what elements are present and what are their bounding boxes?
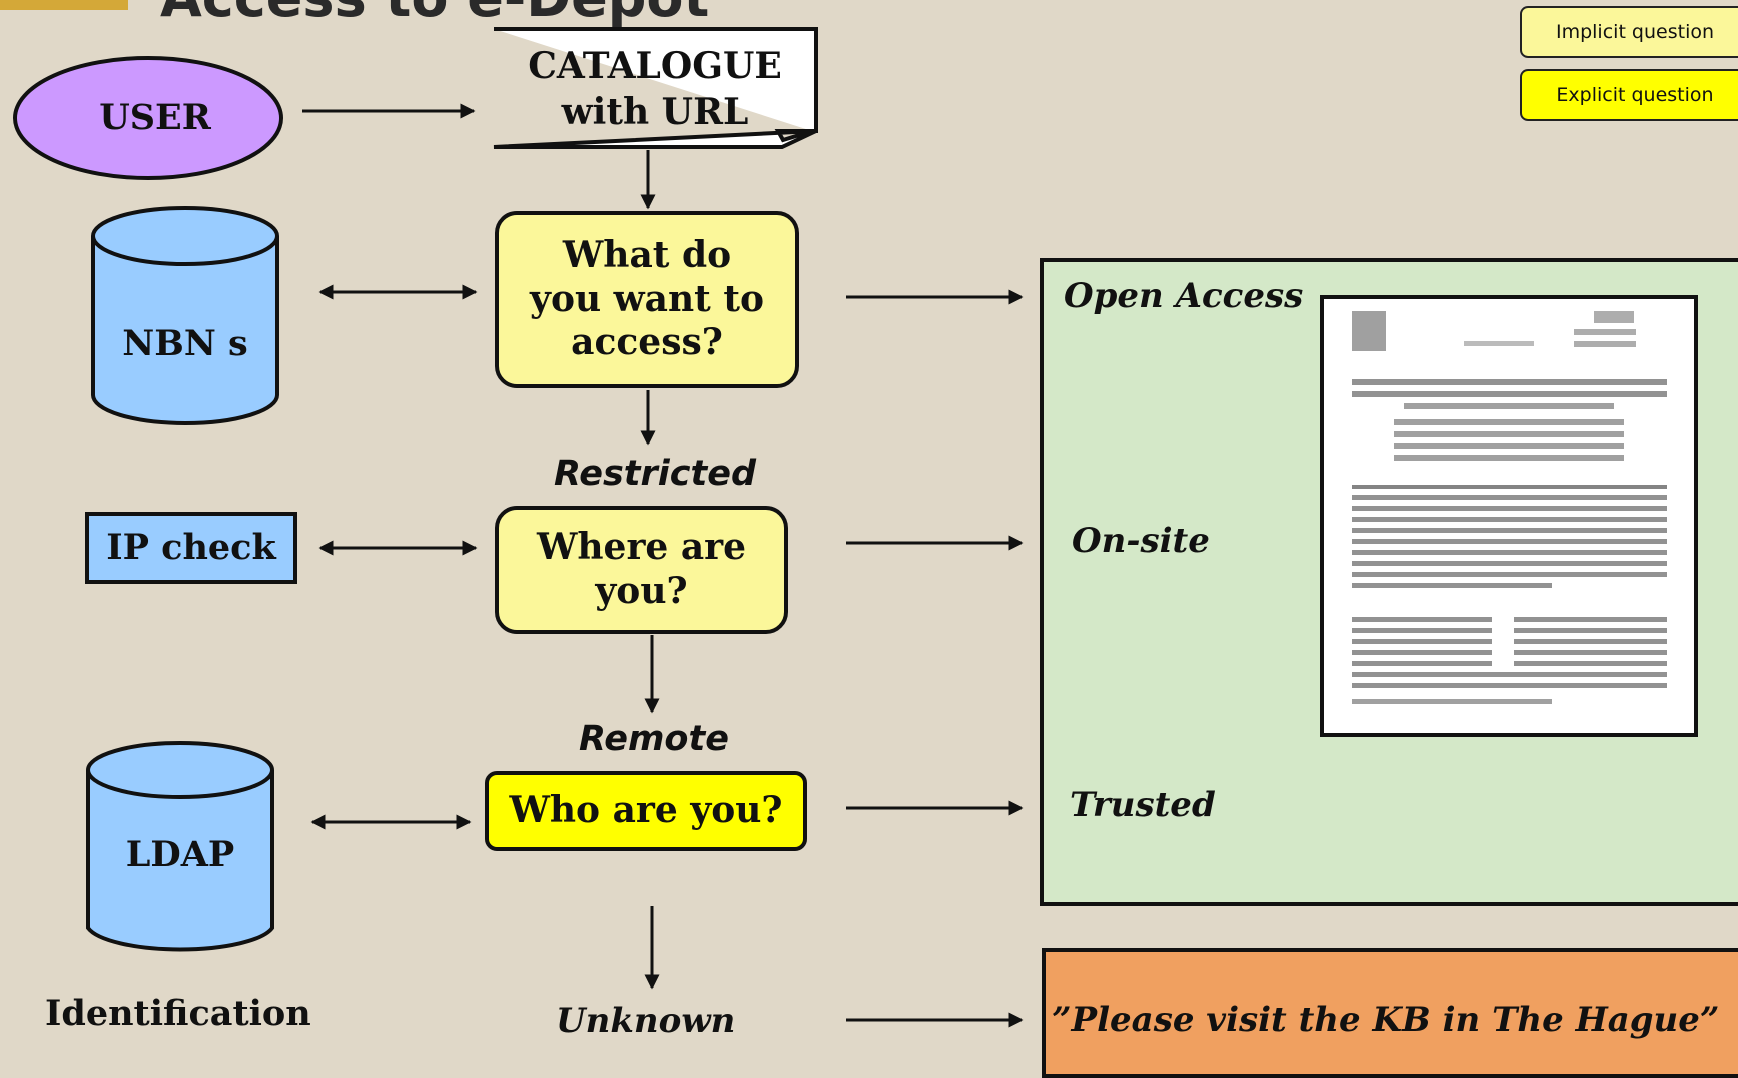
nbns-node-label: NBN s [122,322,248,364]
user-node-label: USER [99,96,211,138]
connector-layer [13,27,1024,1028]
outcome-trusted: Trusted [1070,785,1216,825]
question-who-are-you: Who are you? [485,771,807,851]
legend-explicit-question: Explicit question [1520,69,1738,121]
catalogue-line1: CATALOGUE [528,45,782,88]
edge-label-unknown: Unknown [556,1001,736,1041]
question-where-are-you: Where are you? [495,506,788,634]
outcome-open-access: Open Access [1064,276,1304,316]
catalogue-node: CATALOGUE with URL [494,44,816,136]
user-ellipse [13,56,283,180]
document-preview-image [1320,295,1698,737]
question-what-access: What do you want to access? [495,211,799,388]
catalogue-document-shape [493,27,818,149]
ldap-node-label: LDAP [125,833,235,875]
identification-label: Identification [45,993,311,1034]
document-preview-graphic [1352,311,1667,704]
ldap-database-cylinder [86,741,274,952]
ip-check-node: IP check [85,512,297,584]
title-accent-bar [0,0,128,10]
legend-implicit-question: Implicit question [1520,6,1738,58]
catalogue-line2: with URL [561,91,749,134]
outcome-on-site: On-site [1072,521,1210,561]
edge-label-remote: Remote [579,719,729,759]
outcome-please-visit: ”Please visit the KB in The Hague” [1052,1000,1720,1040]
edge-label-restricted: Restricted [554,454,757,494]
nbns-database-cylinder [91,206,279,425]
